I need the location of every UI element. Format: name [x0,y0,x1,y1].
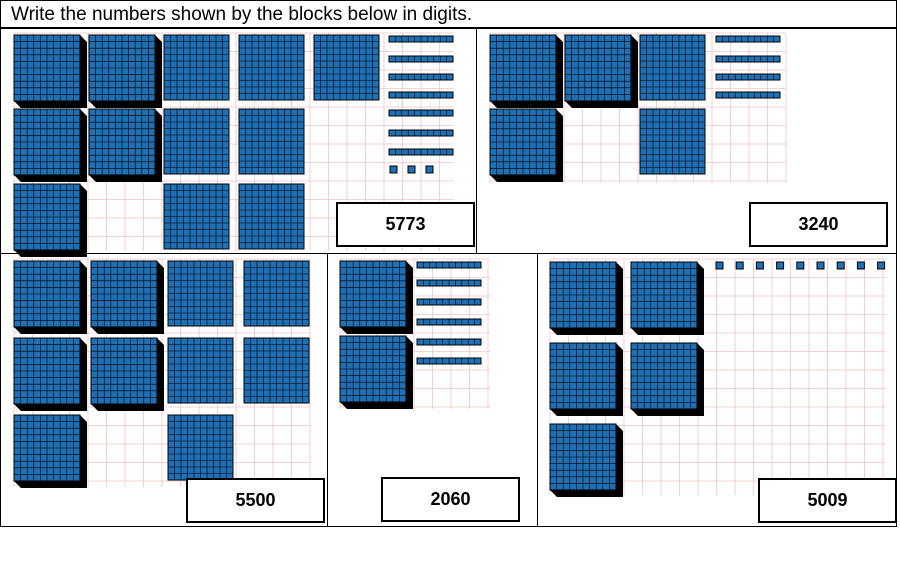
problem-2-blocks [489,32,787,183]
ten-rod [416,357,482,365]
ten-rod [388,129,454,137]
hundred-flat [163,34,230,101]
ten-rod [416,338,482,346]
instruction-text: Write the numbers shown by the blocks be… [11,4,473,25]
hundred-flat [238,34,305,101]
thousand-cube [489,108,563,182]
one-unit [856,261,865,270]
answer-box-3[interactable]: 5500 [186,478,325,523]
ten-rod [388,35,454,43]
hundred-flat [238,108,305,175]
one-unit [776,261,785,270]
thousand-cube [88,34,162,108]
hundred-flat [167,260,234,327]
ten-rod [416,318,482,326]
ten-rod [715,91,781,99]
one-unit [796,261,805,270]
answer-box-5[interactable]: 5009 [758,478,897,523]
one-unit [877,261,886,270]
ten-rod [416,279,482,287]
hundred-flat [313,34,380,101]
one-unit [816,261,825,270]
ten-rod [416,298,482,306]
problem-1-blocks [13,32,454,257]
ten-rod [388,109,454,117]
thousand-cube [630,342,704,416]
ten-rod [715,35,781,43]
thousand-cube [339,335,413,409]
thousand-cube [564,34,638,108]
one-unit [425,165,434,174]
one-unit [715,261,724,270]
thousand-cube [13,414,87,488]
one-unit [407,165,416,174]
hundred-flat [163,108,230,175]
ten-rod [715,73,781,81]
thousand-cube [13,34,87,108]
thousand-cube [630,261,704,335]
hundred-flat [163,183,230,250]
thousand-cube [13,108,87,182]
thousand-cube [489,34,563,108]
thousand-cube [339,260,413,334]
thousand-cube [90,260,164,334]
ten-rod [388,73,454,81]
thousand-cube [549,261,623,335]
thousand-cube [13,260,87,334]
ten-rod [715,55,781,63]
problem-4-blocks [339,258,490,409]
hundred-flat [639,34,706,101]
hundred-flat [243,260,310,327]
hundred-flat [167,414,234,481]
one-unit [836,261,845,270]
thousand-cube [90,337,164,411]
thousand-cube [88,108,162,182]
ten-rod [416,261,482,269]
problem-5-blocks [549,258,886,497]
answer-box-4[interactable]: 2060 [381,477,520,522]
one-unit [389,165,398,174]
thousand-cube [13,337,87,411]
instruction-bar: Write the numbers shown by the blocks be… [0,0,897,28]
thousand-cube [13,183,87,257]
answer-box-2[interactable]: 3240 [749,202,888,247]
hundred-flat [167,337,234,404]
answer-box-1[interactable]: 5773 [336,202,475,247]
thousand-cube [549,423,623,497]
hundred-flat [639,108,706,175]
hundred-flat [238,183,305,250]
one-unit [755,261,764,270]
ten-rod [388,55,454,63]
hundred-flat [243,337,310,404]
ten-rod [388,148,454,156]
ten-rod [388,91,454,99]
thousand-cube [549,342,623,416]
problem-3-blocks [13,258,311,488]
one-unit [735,261,744,270]
